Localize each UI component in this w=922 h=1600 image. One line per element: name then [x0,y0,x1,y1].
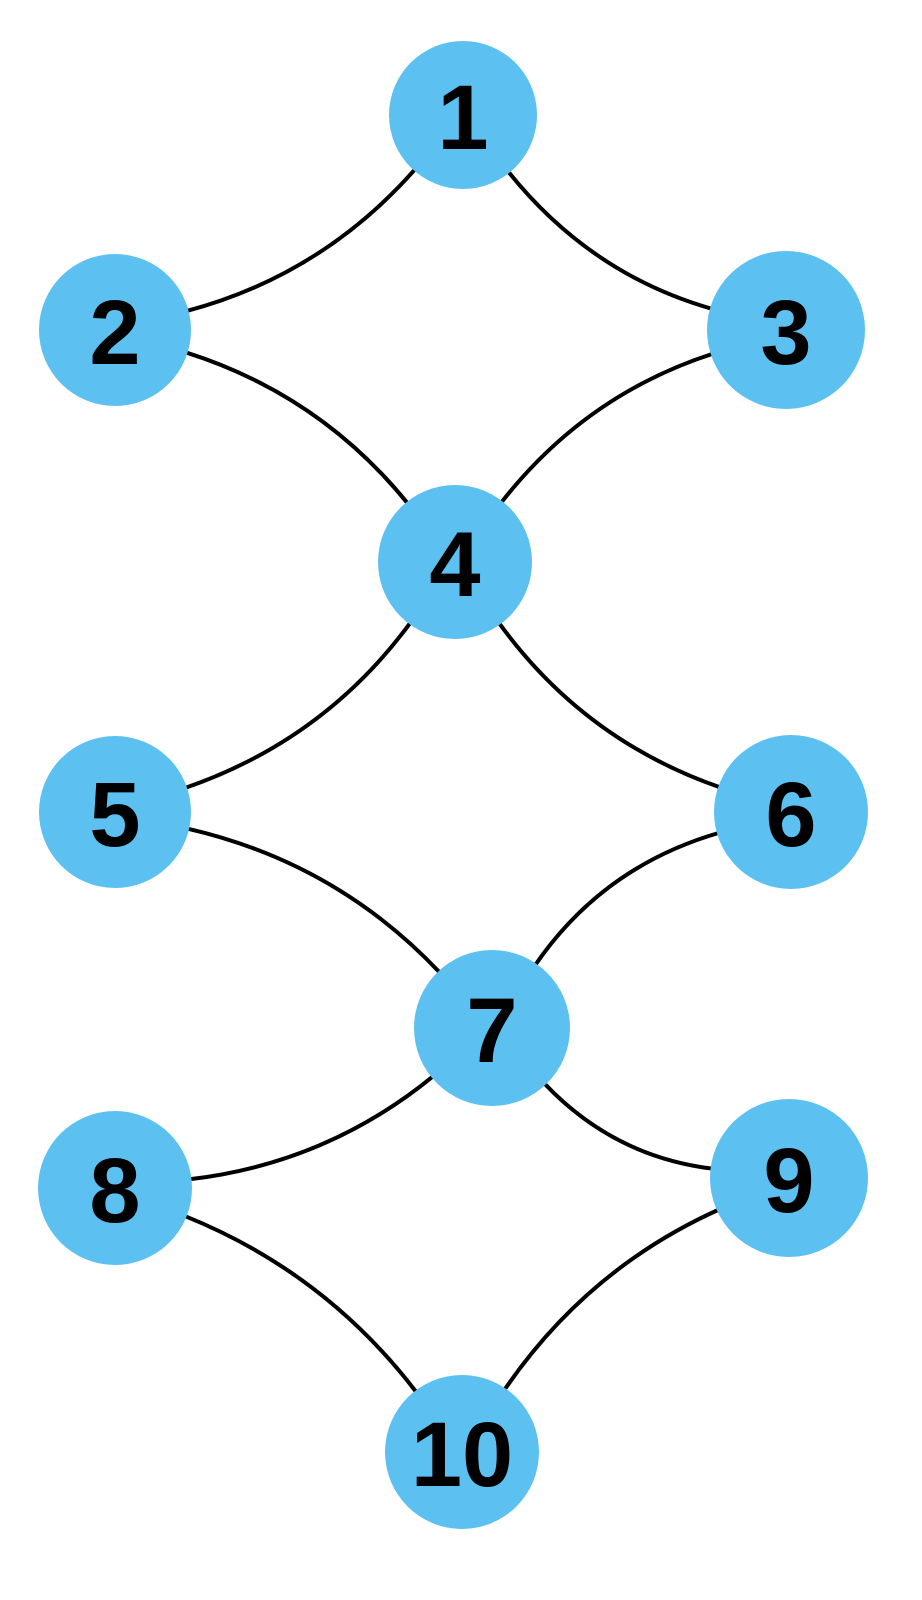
node-label-3: 3 [760,282,811,384]
graph-edge [505,169,714,311]
graph-edge [184,166,418,314]
graph-node-5[interactable]: 5 [39,736,191,888]
graph-edge [533,830,721,968]
graph-edge [182,620,413,790]
node-circle-6[interactable] [714,735,868,889]
node-label-6: 6 [765,764,816,866]
node-label-5: 5 [89,764,140,866]
node-circle-8[interactable] [38,1111,192,1265]
node-layer: 1 2 3 4 5 6 7 8 9 10 [38,41,868,1529]
graph-node-9[interactable]: 9 [710,1099,868,1257]
node-label-10: 10 [411,1404,513,1506]
node-label-8: 8 [89,1140,140,1242]
edge-layer [182,166,723,1395]
node-circle-3[interactable] [707,251,865,409]
graph-edge [496,620,723,790]
graph-node-4[interactable]: 4 [378,485,532,639]
graph-edge [499,351,715,505]
graph-node-3[interactable]: 3 [707,251,865,409]
graph-edge [185,826,442,975]
graph-edge [187,1074,436,1182]
node-label-1: 1 [437,67,488,169]
node-label-7: 7 [466,980,517,1082]
graph-node-2[interactable]: 2 [39,254,191,406]
graph-edge [182,1213,419,1395]
graph-node-8[interactable]: 8 [38,1111,192,1265]
node-circle-1[interactable] [389,41,537,189]
graph-node-1[interactable]: 1 [389,41,537,189]
graph-edge [502,1207,721,1393]
graph-edge [183,350,410,506]
node-circle-9[interactable] [710,1099,868,1257]
node-label-2: 2 [89,282,140,384]
node-circle-5[interactable] [39,736,191,888]
node-circle-4[interactable] [378,485,532,639]
graph-node-10[interactable]: 10 [385,1375,539,1529]
node-circle-10[interactable] [385,1375,539,1529]
node-label-4: 4 [429,514,480,616]
node-circle-7[interactable] [414,950,570,1106]
graph-node-6[interactable]: 6 [714,735,868,889]
node-circle-2[interactable] [39,254,191,406]
graph-edge [542,1081,715,1171]
node-label-9: 9 [763,1130,814,1232]
graph-node-7[interactable]: 7 [414,950,570,1106]
